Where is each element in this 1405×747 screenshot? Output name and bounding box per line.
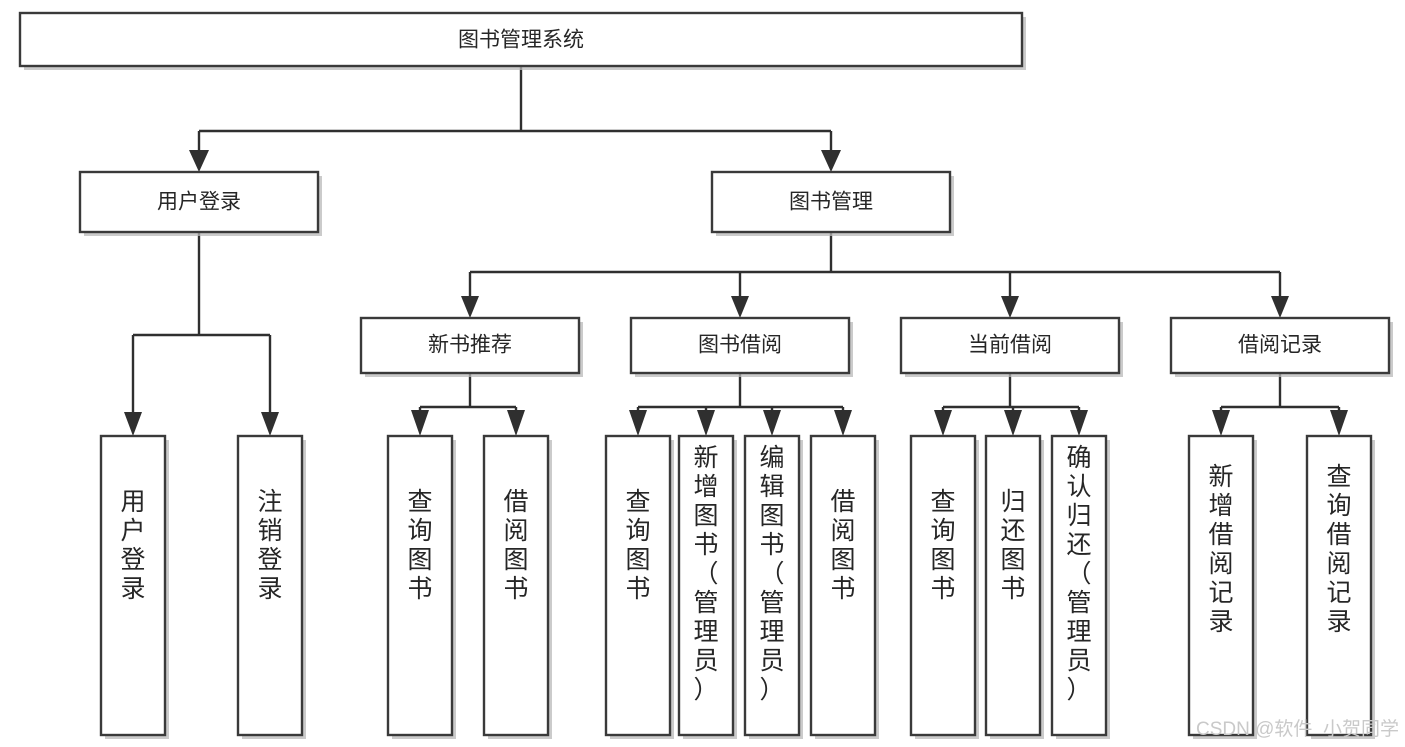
- arrow-head-leaf-edit-book: [763, 410, 781, 436]
- node-leaf-query-book-2-label: 查询图书: [625, 488, 650, 603]
- node-leaf-query-book-1-label: 查询图书: [407, 488, 432, 603]
- node-leaf-user-login-label: 用户登录: [120, 488, 145, 603]
- connector-group-book-borrow: [629, 373, 852, 436]
- node-leaf-edit-book[interactable]: 编辑图书（管理员）: [743, 434, 803, 739]
- arrow-head-leaf-query-book-2: [629, 410, 647, 436]
- arrow-head-leaf-user-login: [124, 412, 142, 436]
- node-leaf-user-login[interactable]: 用户登录: [99, 434, 169, 739]
- node-leaf-query-record-box[interactable]: [1305, 434, 1373, 737]
- arrow-head-book-borrow: [731, 296, 749, 318]
- node-book-borrow-label: 图书借阅: [698, 334, 782, 357]
- arrow-head-borrow-record: [1271, 296, 1289, 318]
- arrow-head-leaf-return-book: [1004, 410, 1022, 436]
- node-leaf-add-book-box[interactable]: [677, 434, 735, 737]
- node-leaf-user-logout-box[interactable]: [236, 434, 304, 737]
- node-leaf-add-book[interactable]: 新增图书（管理员）: [677, 434, 737, 739]
- node-book-manage[interactable]: 图书管理: [710, 170, 954, 236]
- arrow-head-current-borrow: [1001, 296, 1019, 318]
- arrow-head-leaf-user-logout: [261, 412, 279, 436]
- node-leaf-user-logout-label: 注销登录: [257, 488, 282, 603]
- node-book-borrow[interactable]: 图书借阅: [629, 316, 853, 377]
- node-book-borrow-box[interactable]: [629, 316, 851, 375]
- node-leaf-add-book-label: 新增图书（管理员）: [693, 444, 718, 704]
- node-borrow-record-label: 借阅记录: [1238, 334, 1322, 357]
- arrow-head-leaf-add-book: [697, 410, 715, 436]
- node-leaf-borrow-book-2-label: 借阅图书: [830, 488, 855, 603]
- node-current-borrow[interactable]: 当前借阅: [899, 316, 1123, 377]
- node-leaf-add-record-box[interactable]: [1187, 434, 1255, 737]
- arrow-head-leaf-query-book-1: [411, 410, 429, 436]
- node-leaf-query-book-2-box[interactable]: [604, 434, 672, 737]
- node-user-login[interactable]: 用户登录: [78, 170, 322, 236]
- node-leaf-query-book-1-box[interactable]: [386, 434, 454, 737]
- node-leaf-confirm-return-box[interactable]: [1050, 434, 1108, 737]
- node-leaf-query-book-1[interactable]: 查询图书: [386, 434, 456, 739]
- node-leaf-edit-book-label: 编辑图书（管理员）: [759, 444, 784, 704]
- node-leaf-query-book-3-label: 查询图书: [930, 488, 955, 603]
- node-book-manage-box[interactable]: [710, 170, 952, 234]
- node-leaf-confirm-return[interactable]: 确认归还（管理员）: [1050, 434, 1110, 739]
- node-leaf-borrow-book-2[interactable]: 借阅图书: [809, 434, 879, 739]
- node-leaf-user-login-box[interactable]: [99, 434, 167, 737]
- node-leaf-query-record-label: 查询借阅记录: [1326, 463, 1351, 636]
- node-new-book-recommend-label: 新书推荐: [428, 334, 512, 357]
- arrow-head-leaf-borrow-book-1: [507, 410, 525, 436]
- arrow-head-leaf-query-book-3: [934, 410, 952, 436]
- node-root-label: 图书管理系统: [458, 29, 584, 52]
- connector-group-current-borrow: [934, 373, 1088, 436]
- node-leaf-add-record-label: 新增借阅记录: [1208, 463, 1233, 636]
- node-leaf-user-logout[interactable]: 注销登录: [236, 434, 306, 739]
- node-root[interactable]: 图书管理系统: [18, 11, 1026, 70]
- node-new-book-recommend-box[interactable]: [359, 316, 581, 375]
- arrow-head-user-login: [189, 150, 209, 172]
- node-leaf-query-book-3-box[interactable]: [909, 434, 977, 737]
- node-leaf-return-book-label: 归还图书: [1000, 488, 1025, 603]
- arrow-head-leaf-borrow-book-2: [834, 410, 852, 436]
- node-current-borrow-label: 当前借阅: [968, 334, 1052, 357]
- connector-group-new-book-recommend: [411, 373, 525, 436]
- arrow-head-leaf-confirm-return: [1070, 410, 1088, 436]
- connector-group-borrow-record: [1212, 373, 1348, 436]
- csdn-watermark: CSDN @软件_小贺同学: [1196, 718, 1399, 740]
- node-leaf-borrow-book-1-box[interactable]: [482, 434, 550, 737]
- connector-group-root: [189, 66, 841, 172]
- node-leaf-confirm-return-label: 确认归还（管理员）: [1066, 444, 1091, 704]
- node-root-box[interactable]: [18, 11, 1024, 68]
- node-current-borrow-box[interactable]: [899, 316, 1121, 375]
- node-leaf-edit-book-box[interactable]: [743, 434, 801, 737]
- node-leaf-query-book-2[interactable]: 查询图书: [604, 434, 674, 739]
- node-borrow-record[interactable]: 借阅记录: [1169, 316, 1393, 377]
- connector-group-user-login: [124, 232, 279, 436]
- node-user-login-label: 用户登录: [157, 191, 241, 214]
- node-book-manage-label: 图书管理: [789, 191, 873, 214]
- arrow-head-book-manage: [821, 150, 841, 172]
- connector-group-book-manage: [461, 232, 1289, 318]
- node-leaf-add-record[interactable]: 新增借阅记录: [1187, 434, 1257, 739]
- node-leaf-borrow-book-1[interactable]: 借阅图书: [482, 434, 552, 739]
- node-leaf-borrow-book-2-box[interactable]: [809, 434, 877, 737]
- node-borrow-record-box[interactable]: [1169, 316, 1391, 375]
- arrow-head-leaf-add-record: [1212, 410, 1230, 436]
- arrow-head-new-book-recommend: [461, 296, 479, 318]
- node-leaf-return-book-box[interactable]: [984, 434, 1042, 737]
- node-leaf-borrow-book-1-label: 借阅图书: [503, 488, 528, 603]
- node-new-book-recommend[interactable]: 新书推荐: [359, 316, 583, 377]
- node-user-login-box[interactable]: [78, 170, 320, 234]
- arrow-head-leaf-query-record: [1330, 410, 1348, 436]
- node-leaf-query-record[interactable]: 查询借阅记录: [1305, 434, 1375, 739]
- node-leaf-return-book[interactable]: 归还图书: [984, 434, 1044, 739]
- node-leaf-query-book-3[interactable]: 查询图书: [909, 434, 979, 739]
